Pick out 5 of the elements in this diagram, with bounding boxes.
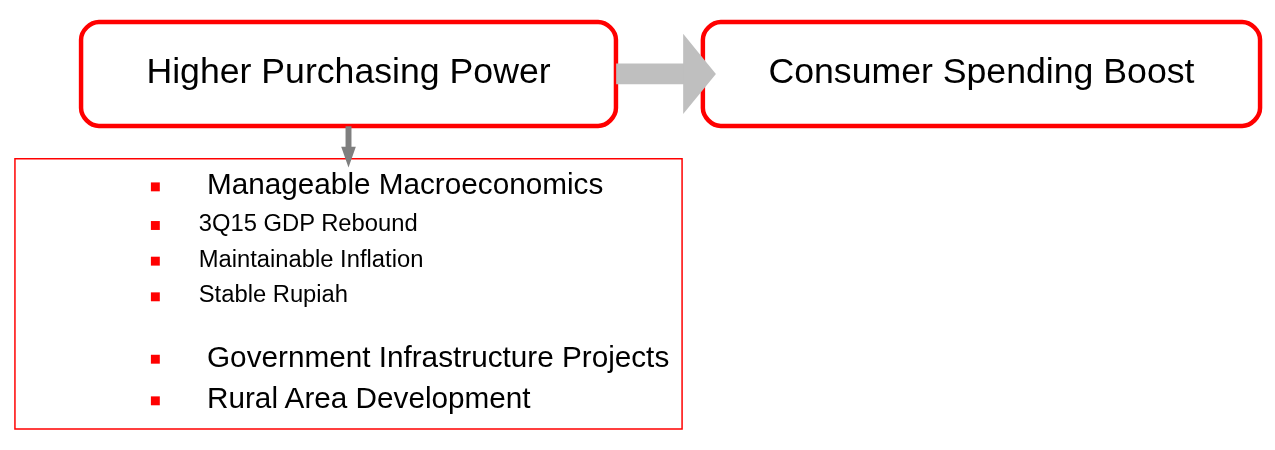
node-box: Manageable Macroeconomics 3Q15 GDP Rebound Maintainable Inflation Stable Rupiah Government Infrastructure Projects Rural Area Development [14,157,683,430]
node-box: Consumer Spending Boost [700,19,1263,128]
arrow [341,125,356,168]
arrow [616,33,716,114]
node-box: Higher Purchasing Power [78,19,619,128]
